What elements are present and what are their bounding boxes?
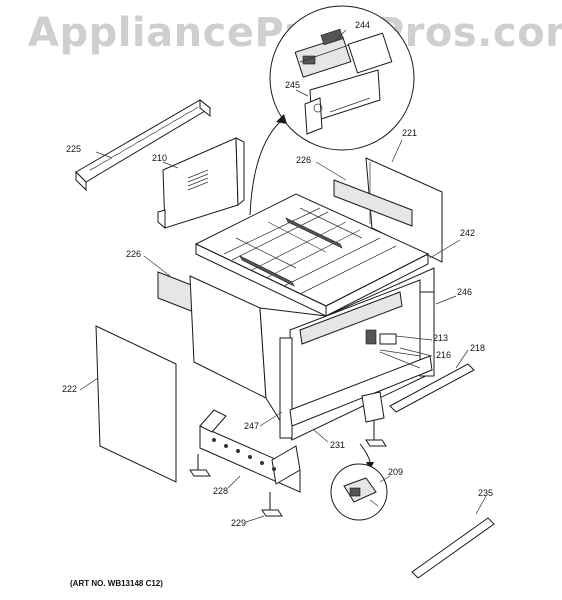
part-225-trim bbox=[75, 98, 211, 192]
part-229-leveler-feet bbox=[189, 420, 387, 517]
callout-245: 245 bbox=[285, 80, 301, 90]
part-226-block-right bbox=[333, 179, 413, 227]
part-228-base bbox=[199, 409, 301, 493]
zoom-detail-top bbox=[269, 5, 415, 151]
part-222-side-panel bbox=[95, 325, 177, 483]
part-218-strip bbox=[389, 363, 475, 413]
callout-226-lower: 226 bbox=[126, 249, 142, 259]
part-235-strip bbox=[411, 517, 495, 579]
callout-231: 231 bbox=[330, 440, 346, 450]
callout-216: 216 bbox=[436, 350, 452, 360]
leader-lines bbox=[79, 29, 487, 523]
callout-218: 218 bbox=[470, 343, 486, 353]
main-chassis bbox=[189, 193, 435, 441]
callout-222: 222 bbox=[62, 384, 78, 394]
callout-226-upper: 226 bbox=[296, 155, 312, 165]
callout-228: 228 bbox=[213, 486, 229, 496]
zoom-detail-bottom bbox=[330, 463, 388, 521]
bracket-near-209 bbox=[361, 391, 385, 423]
callout-229: 229 bbox=[231, 518, 247, 528]
callout-221: 221 bbox=[402, 128, 418, 138]
callout-210: 210 bbox=[152, 153, 168, 163]
callout-209: 209 bbox=[388, 467, 404, 477]
part-210-bracket bbox=[157, 137, 245, 230]
callout-225: 225 bbox=[66, 144, 82, 154]
callout-244: 244 bbox=[355, 20, 371, 30]
callout-246: 246 bbox=[457, 287, 473, 297]
callout-242: 242 bbox=[460, 228, 476, 238]
callout-213: 213 bbox=[433, 333, 449, 343]
callout-247: 247 bbox=[244, 421, 260, 431]
art-number: (ART NO. WB13148 C12) bbox=[70, 579, 163, 588]
callout-235: 235 bbox=[478, 488, 494, 498]
